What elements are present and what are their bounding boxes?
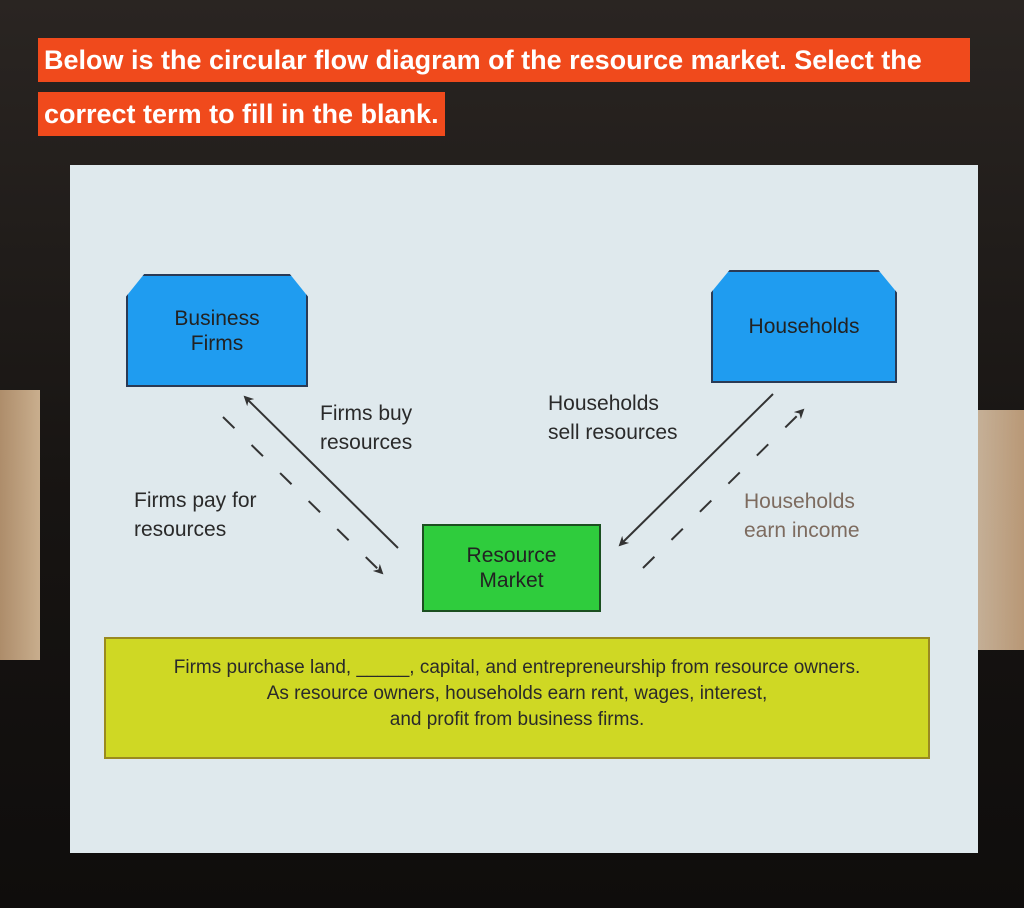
node-business-firms: Business Firms bbox=[126, 274, 308, 387]
label-firms-pay-line-2: resources bbox=[134, 518, 227, 541]
label-households-earn-line-2: earn income bbox=[744, 519, 860, 542]
node-business-firms-line-1: Business bbox=[174, 306, 260, 330]
label-households-earn-line-1: Households bbox=[744, 490, 855, 513]
node-resource-market-line-2: Market bbox=[479, 569, 544, 592]
label-households-sell-line-1: Households bbox=[548, 392, 659, 415]
statement-line-1: Firms purchase land, _____, capital, and… bbox=[173, 657, 861, 678]
node-business-firms-line-2: Firms bbox=[190, 331, 244, 355]
label-firms-buy-resources: Firms buy resources bbox=[320, 399, 412, 457]
arrow-households-sell-resources bbox=[618, 393, 774, 547]
question-line-2: correct term to fill in the blank. bbox=[38, 92, 445, 136]
node-households-label: Households bbox=[748, 315, 860, 338]
node-resource-market: Resource Market bbox=[422, 524, 601, 612]
label-households-sell-resources: Households sell resources bbox=[548, 389, 678, 447]
node-households: Households bbox=[711, 270, 897, 383]
label-households-sell-line-2: sell resources bbox=[548, 421, 678, 444]
label-firms-buy-line-2: resources bbox=[320, 431, 413, 454]
question-line-1: Below is the circular flow diagram of th… bbox=[38, 38, 970, 82]
arrow-firms-buy-resources bbox=[243, 395, 399, 549]
flow-arrows bbox=[222, 393, 805, 575]
diagram-slide: Business Firms Households Resource Marke… bbox=[70, 165, 978, 853]
label-households-earn-income: Households earn income bbox=[744, 487, 860, 545]
statement-line-2: As resource owners, households earn rent… bbox=[266, 683, 768, 704]
node-resource-market-line-1: Resource bbox=[466, 544, 557, 567]
statement-line-3: and profit from business firms. bbox=[389, 709, 645, 730]
label-firms-buy-line-1: Firms buy bbox=[320, 402, 413, 425]
label-firms-pay-for-resources: Firms pay for resources bbox=[134, 486, 257, 544]
light-glare-left bbox=[0, 390, 40, 660]
statement-box: Firms purchase land, _____, capital, and… bbox=[104, 637, 930, 759]
label-firms-pay-line-1: Firms pay for bbox=[134, 489, 257, 512]
